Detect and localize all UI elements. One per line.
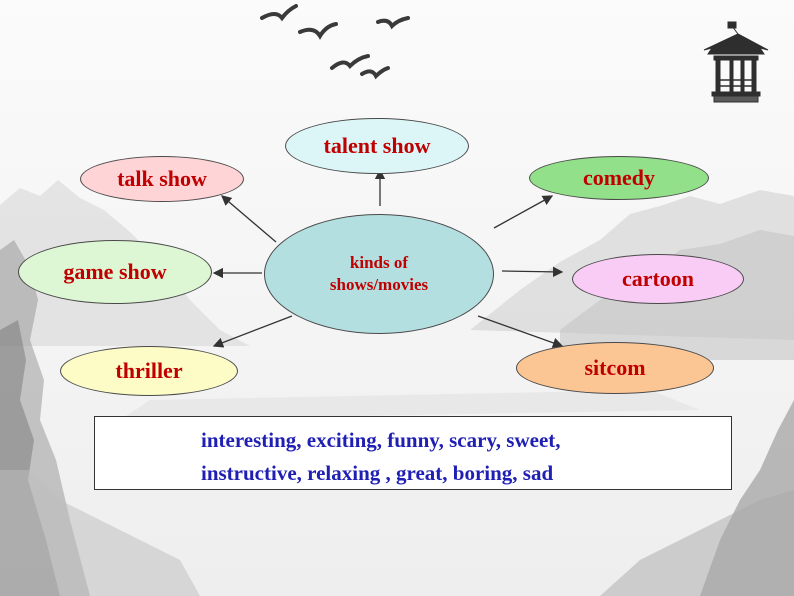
node-cartoon: cartoon [572,254,744,304]
node-comedy-label: comedy [582,165,656,190]
central-topic-ellipse: kinds of shows/movies [264,214,494,334]
adjectives-line-1: interesting, exciting, funny, scary, swe… [201,428,561,452]
arrow-to-talk-show [221,195,277,243]
node-thriller: thriller [60,346,238,396]
node-talk-show: talk show [80,156,244,202]
node-cartoon-label: cartoon [621,266,695,291]
central-topic-line-1: kinds of [349,253,409,272]
arrow-to-comedy [493,195,554,229]
node-sitcom: sitcom [516,342,714,394]
node-talent-show-label: talent show [323,133,431,158]
central-topic-line-2: shows/movies [329,275,429,294]
adjectives-box: interesting, exciting, funny, scary, swe… [94,416,732,490]
adjectives-line-2: instructive, relaxing , great, boring, s… [201,461,554,485]
node-talent-show: talent show [285,118,469,174]
arrow-to-thriller [212,315,293,348]
arrow-to-sitcom [477,315,564,348]
node-game-show-label: game show [63,259,167,284]
node-thriller-label: thriller [115,358,183,383]
node-game-show: game show [18,240,212,304]
node-talk-show-label: talk show [117,166,207,191]
pavilion [703,21,769,103]
node-comedy: comedy [529,156,709,200]
arrow-to-cartoon [501,266,564,278]
node-sitcom-label: sitcom [584,355,646,380]
flying-birds [260,4,410,80]
